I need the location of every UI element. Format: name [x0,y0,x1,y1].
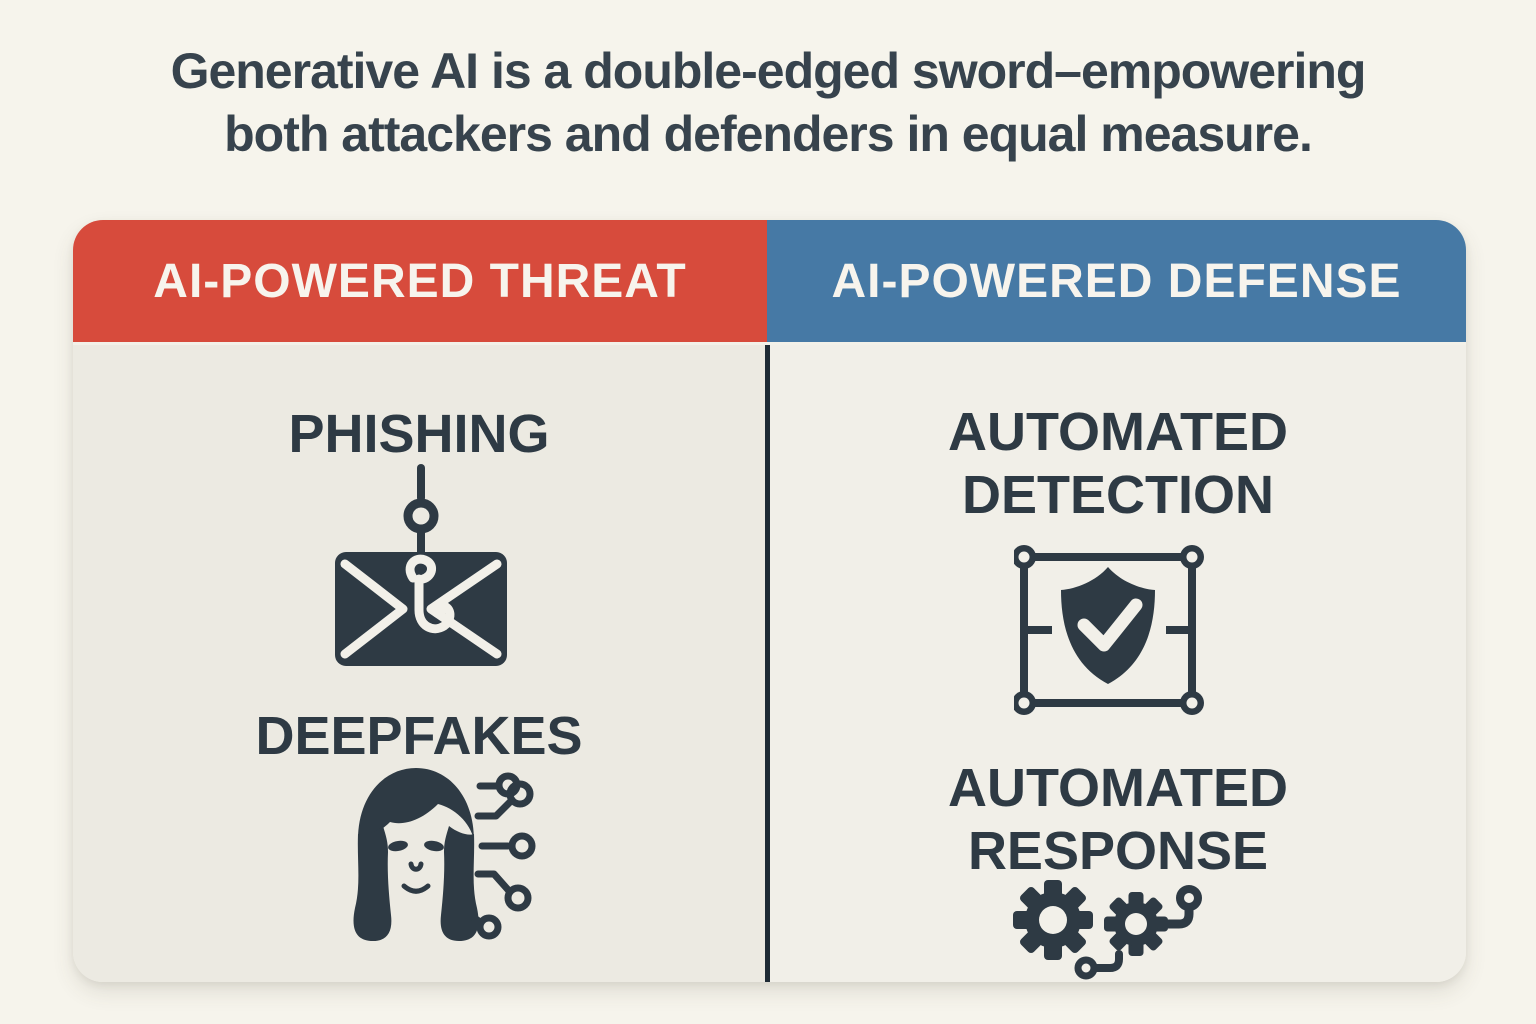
deepfakes-label: DEEPFAKES [255,706,583,766]
table-header-row: AI-POWERED THREAT AI-POWERED DEFENSE [73,220,1466,342]
hair-right [440,826,479,941]
mouth [401,883,431,894]
title-line-1: Generative AI is a double-edged sword–em… [170,43,1367,99]
threat-column: PHISHING DEEPFAKES [73,345,765,982]
phishing-hook-email-icon [335,464,507,666]
defense-column: AUTOMATED DETECTION AUTOMATED RESPONSE [770,345,1466,982]
automated-detection-label: AUTOMATED DETECTION [947,402,1288,525]
envelope-fold-right [426,559,502,659]
circuit-nodes [476,772,536,940]
column-divider [765,345,770,982]
defense-column-header: AI-POWERED DEFENSE [767,220,1466,342]
automated-response-gears-icon [1013,880,1202,980]
envelope-fold-left [340,559,408,659]
shield [1061,567,1155,684]
circuit-node-right [1176,885,1202,911]
hook-line-lower [417,528,425,555]
left-eye [388,840,408,852]
threat-column-header: AI-POWERED THREAT [73,220,767,342]
circuit-trace-bottom [1091,950,1123,972]
hook-line [417,464,425,502]
frame-corner-nodes [1014,545,1204,715]
page-title: Generative AI is a double-edged sword–em… [0,40,1536,166]
table-body: PHISHING DEEPFAKES [73,342,1466,982]
comparison-table: AI-POWERED THREAT AI-POWERED DEFENSE PHI… [73,220,1466,982]
scan-frame [1020,553,1196,707]
automated-response-label: AUTOMATED RESPONSE [947,758,1288,881]
nose [408,861,424,872]
frame-stub-left [1028,626,1052,634]
title-line-2: both attackers and defenders in equal me… [224,106,1313,162]
circuit-node-bottom [1074,956,1098,980]
phishing-label: PHISHING [288,404,550,464]
automated-detection-shield-check-icon [1014,545,1204,715]
checkmark [1077,598,1143,652]
deepfake-face-circuit-icon [353,768,536,941]
hair-top [358,768,474,842]
circuit-traces [462,782,516,926]
large-gear [1013,880,1093,960]
hair-left [353,826,392,941]
frame-stub-right [1166,626,1190,634]
hook-eye [403,498,439,534]
circuit-trace-right [1162,905,1194,929]
right-eye [424,840,444,852]
small-gear [1104,892,1168,956]
fish-hook [405,554,455,634]
